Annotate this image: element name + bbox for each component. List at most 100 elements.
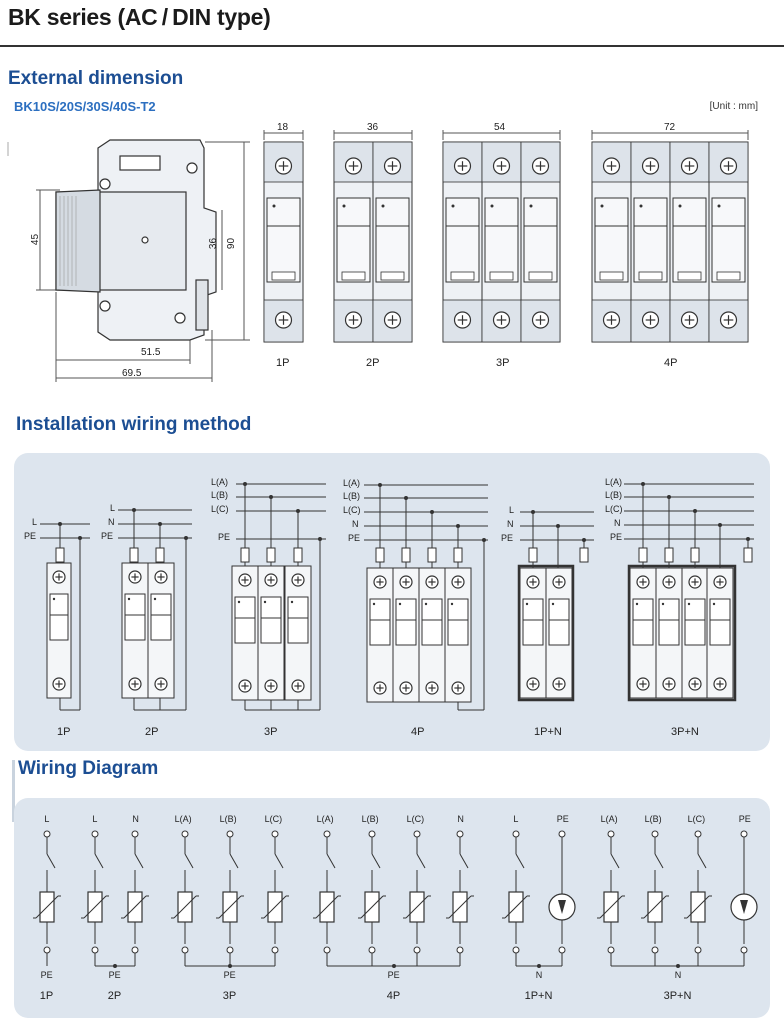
line-label-n: N — [614, 518, 621, 528]
installation-heading: Installation wiring method — [16, 414, 252, 435]
terminal-icon — [226, 830, 234, 838]
line-label-la: L(A) — [211, 477, 229, 487]
terminal-icon — [413, 946, 421, 954]
terminal-icon — [651, 830, 659, 838]
wd-top-label-3-3: N — [457, 814, 464, 824]
installation-drawing — [40, 482, 754, 711]
terminal-icon — [368, 946, 376, 954]
front-module — [263, 141, 304, 343]
model-label: BK10S/20S/30S/40S-T2 — [14, 99, 156, 114]
switch-icon — [371, 853, 381, 869]
wd-bottom-label-3: PE — [387, 970, 400, 980]
terminal-icon — [694, 946, 702, 954]
terminal-icon — [181, 830, 189, 838]
wd-top-label-4-1: PE — [556, 814, 569, 824]
wd-bottom-label-5: N — [674, 970, 682, 980]
terminal-icon — [131, 830, 139, 838]
terminal-icon — [558, 946, 566, 954]
wd-top-label-5-0: L(A) — [600, 814, 618, 824]
switch-icon — [274, 853, 284, 869]
wd-top-label-2-2: L(C) — [264, 814, 283, 824]
switch-icon — [416, 853, 426, 869]
fuse-icon — [579, 547, 589, 563]
wd-config-label-5: 3P+N — [663, 990, 692, 1002]
front-module — [333, 141, 374, 343]
front-label-1p: 1P — [276, 357, 290, 369]
front-module — [442, 141, 483, 343]
terminal-icon — [512, 830, 520, 838]
line-label-pe: PE — [610, 532, 623, 542]
terminal-icon — [740, 830, 748, 838]
page-title: BK series (AC / DIN type) — [8, 4, 271, 30]
side-view-drawing — [7, 139, 250, 382]
wiring-group-3 — [313, 830, 474, 968]
title-rule — [0, 45, 784, 47]
junction-dot — [228, 964, 232, 968]
wd-config-label-4: 1P+N — [524, 990, 553, 1002]
wd-bottom-label-2: PE — [223, 970, 236, 980]
wd-bottom-label-1: PE — [108, 970, 121, 980]
terminal-icon — [512, 946, 520, 954]
wd-bottom-label-0: PE — [40, 970, 53, 980]
install-4p — [364, 483, 488, 711]
switch-icon — [229, 853, 239, 869]
install-label-3p-n: 3P+N — [671, 726, 699, 738]
wd-bottom-label-4: N — [535, 970, 543, 980]
terminal-icon — [271, 830, 279, 838]
terminal-icon — [323, 830, 331, 838]
install-1p — [40, 522, 90, 711]
line-label-pe: PE — [501, 533, 514, 543]
width-18: 18 — [277, 122, 289, 133]
line-label-lb: L(B) — [343, 491, 361, 501]
terminal-icon — [131, 946, 139, 954]
dim-51-5: 51.5 — [141, 347, 161, 358]
front-label-4p: 4P — [664, 357, 678, 369]
front-module — [630, 141, 671, 343]
terminal-icon — [271, 946, 279, 954]
switch-icon — [654, 853, 664, 869]
wd-top-label-3-2: L(C) — [406, 814, 425, 824]
front-views-drawing — [263, 130, 749, 343]
wd-config-label-2: 3P — [222, 990, 237, 1002]
switch-icon — [184, 853, 194, 869]
wiring-group-4 — [502, 830, 576, 968]
install-label-4p: 4P — [411, 726, 425, 738]
install-3p — [231, 482, 326, 711]
external-dimension-heading: External dimension — [8, 68, 184, 89]
front-module — [481, 141, 522, 343]
line-label-pe: PE — [101, 531, 114, 541]
wiring-group-0 — [33, 830, 61, 966]
width-36: 36 — [367, 122, 379, 133]
junction-dot — [537, 964, 541, 968]
switch-icon — [610, 853, 620, 869]
install-label-3p: 3P — [264, 726, 278, 738]
wd-config-label-3: 4P — [386, 990, 401, 1002]
unit-label: [Unit : mm] — [709, 101, 758, 112]
front-module — [372, 141, 413, 343]
terminal-icon — [607, 830, 615, 838]
install-2p — [118, 508, 192, 711]
line-label-lc: L(C) — [343, 505, 361, 515]
wd-top-label-3-0: L(A) — [316, 814, 334, 824]
switch-icon — [459, 853, 469, 869]
terminal-icon — [694, 830, 702, 838]
junction-dot — [113, 964, 117, 968]
line-label-lc: L(C) — [211, 504, 229, 514]
terminal-icon — [323, 946, 331, 954]
line-label-n: N — [507, 519, 514, 529]
switch-icon — [134, 853, 144, 869]
terminal-icon — [456, 946, 464, 954]
dim-69-5: 69.5 — [122, 368, 142, 379]
line-label-lb: L(B) — [605, 490, 623, 500]
terminal-icon — [91, 946, 99, 954]
front-label-2p: 2P — [366, 357, 380, 369]
terminal-icon — [43, 830, 51, 838]
junction-dot — [392, 964, 396, 968]
line-label-la: L(A) — [343, 478, 361, 488]
install-label-1p: 1P — [57, 726, 71, 738]
terminal-icon — [43, 946, 51, 954]
install-label-2p: 2P — [145, 726, 159, 738]
line-label-l: L — [32, 517, 38, 527]
line-label-pe: PE — [218, 532, 231, 542]
